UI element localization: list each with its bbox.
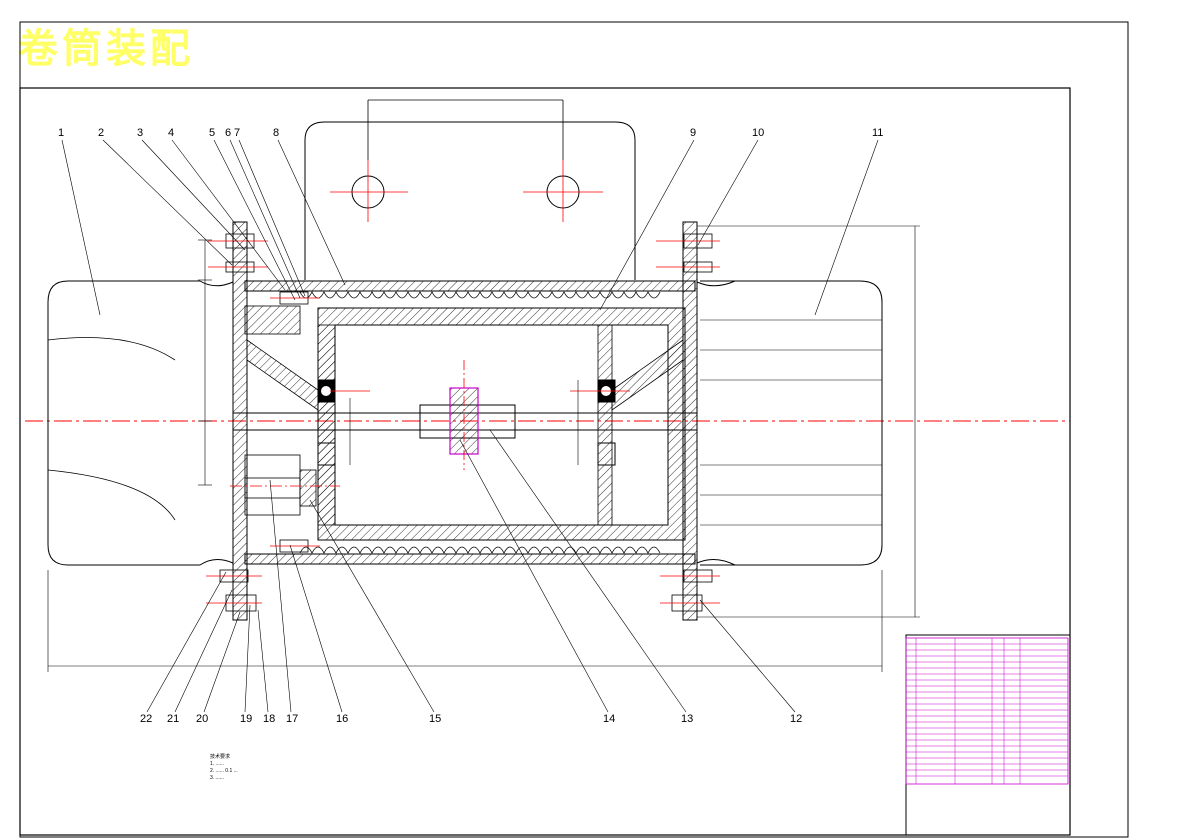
parts-list-table [905, 637, 1069, 785]
notes-line-1: 1. ...... [210, 761, 224, 767]
callout-11: 11 [872, 127, 883, 139]
technical-notes: 技术要求 1. ...... 2. ...... 0.1 ... 3. ....… [210, 753, 238, 781]
callout-18: 18 [263, 713, 275, 725]
callout-19: 19 [240, 713, 252, 725]
callout-2: 2 [98, 127, 104, 139]
notes-heading: 技术要求 [210, 753, 230, 760]
callout-21: 21 [167, 713, 179, 725]
drum-shell-bottom [244, 553, 696, 565]
callout-3: 3 [137, 127, 143, 139]
callout-22: 22 [140, 713, 152, 725]
callout-1: 1 [58, 127, 64, 139]
notes-line-3: 3. ...... [210, 775, 224, 781]
callout-10: 10 [752, 127, 764, 139]
callout-7: 7 [234, 127, 240, 139]
callout-17: 17 [286, 713, 298, 725]
callout-15: 15 [429, 713, 441, 725]
callout-13: 13 [681, 713, 693, 725]
callout-14: 14 [603, 713, 615, 725]
callout-4: 4 [168, 127, 174, 139]
right-end-plate [682, 221, 698, 621]
callout-8: 8 [273, 127, 279, 139]
drum-shell-top [244, 280, 696, 292]
callout-20: 20 [196, 713, 208, 725]
callout-5: 5 [209, 127, 215, 139]
callout-6: 6 [225, 127, 231, 139]
inner-frame [19, 87, 1071, 836]
drawing-title: 卷筒装配 [18, 26, 194, 72]
callout-12: 12 [790, 713, 802, 725]
callout-9: 9 [690, 127, 696, 139]
callout-16: 16 [336, 713, 348, 725]
notes-line-2: 2. ...... 0.1 ... [210, 768, 238, 774]
left-end-plate [232, 221, 248, 621]
title-block-frame [905, 634, 1071, 836]
